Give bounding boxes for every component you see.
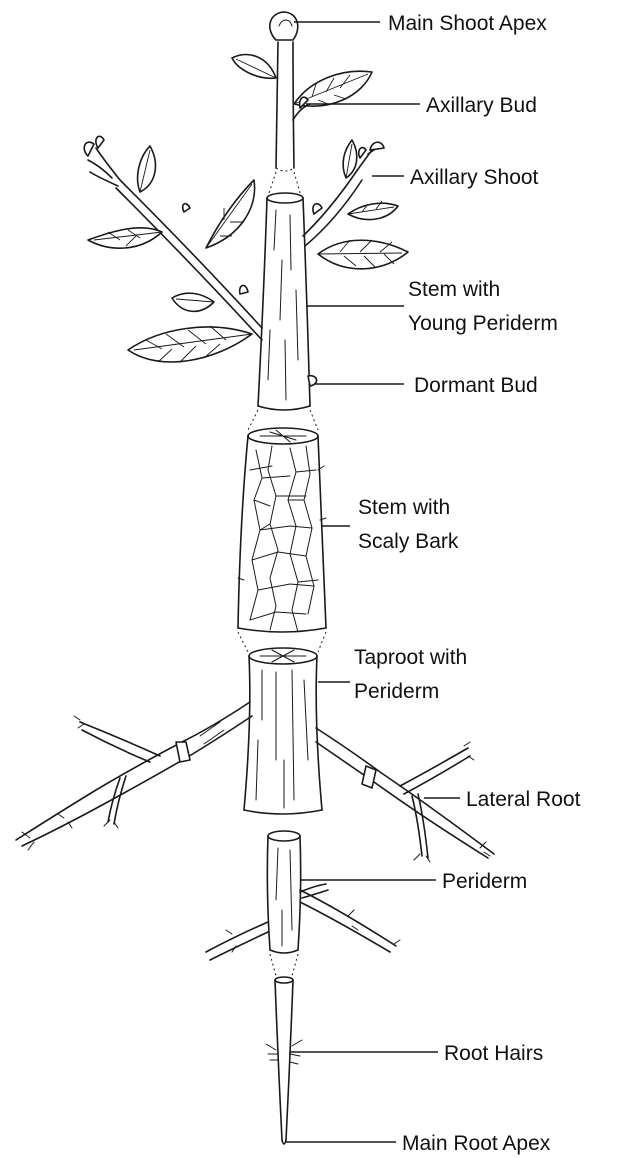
label-stem-young-periderm-line2: Young Periderm <box>408 312 558 335</box>
young-periderm-segment <box>84 136 408 430</box>
label-dormant-bud: Dormant Bud <box>414 374 538 397</box>
label-main-shoot-apex: Main Shoot Apex <box>388 12 547 35</box>
label-stem-young-periderm-line1: Stem with <box>408 278 500 301</box>
leader-lines <box>286 22 460 1142</box>
leaf-icon <box>348 203 398 219</box>
label-stem-scaly-bark-line2: Scaly Bark <box>358 530 459 553</box>
leaf-icon <box>128 327 252 362</box>
label-root-hairs: Root Hairs <box>444 1042 543 1065</box>
label-lateral-root: Lateral Root <box>466 788 581 811</box>
periderm-segment <box>206 831 400 976</box>
apex-bud-icon <box>270 12 298 40</box>
label-main-root-apex: Main Root Apex <box>402 1132 551 1155</box>
root-tip-segment <box>266 977 302 1144</box>
label-periderm: Periderm <box>442 870 527 893</box>
label-axillary-bud: Axillary Bud <box>426 94 537 117</box>
leaf-icon <box>172 293 214 311</box>
leaf-icon <box>138 146 156 192</box>
leaf-icon <box>343 140 357 178</box>
scaly-bark-segment <box>238 428 326 652</box>
label-axillary-shoot: Axillary Shoot <box>410 166 539 189</box>
label-stem-scaly-bark-line1: Stem with <box>358 496 450 519</box>
label-taproot-periderm-line2: Periderm <box>354 680 439 703</box>
label-taproot-periderm-line1: Taproot with <box>354 646 467 669</box>
leaf-icon <box>88 228 162 248</box>
labels: Main Shoot Apex Axillary Bud Axillary Sh… <box>354 12 581 1155</box>
leaf-icon <box>318 240 408 269</box>
